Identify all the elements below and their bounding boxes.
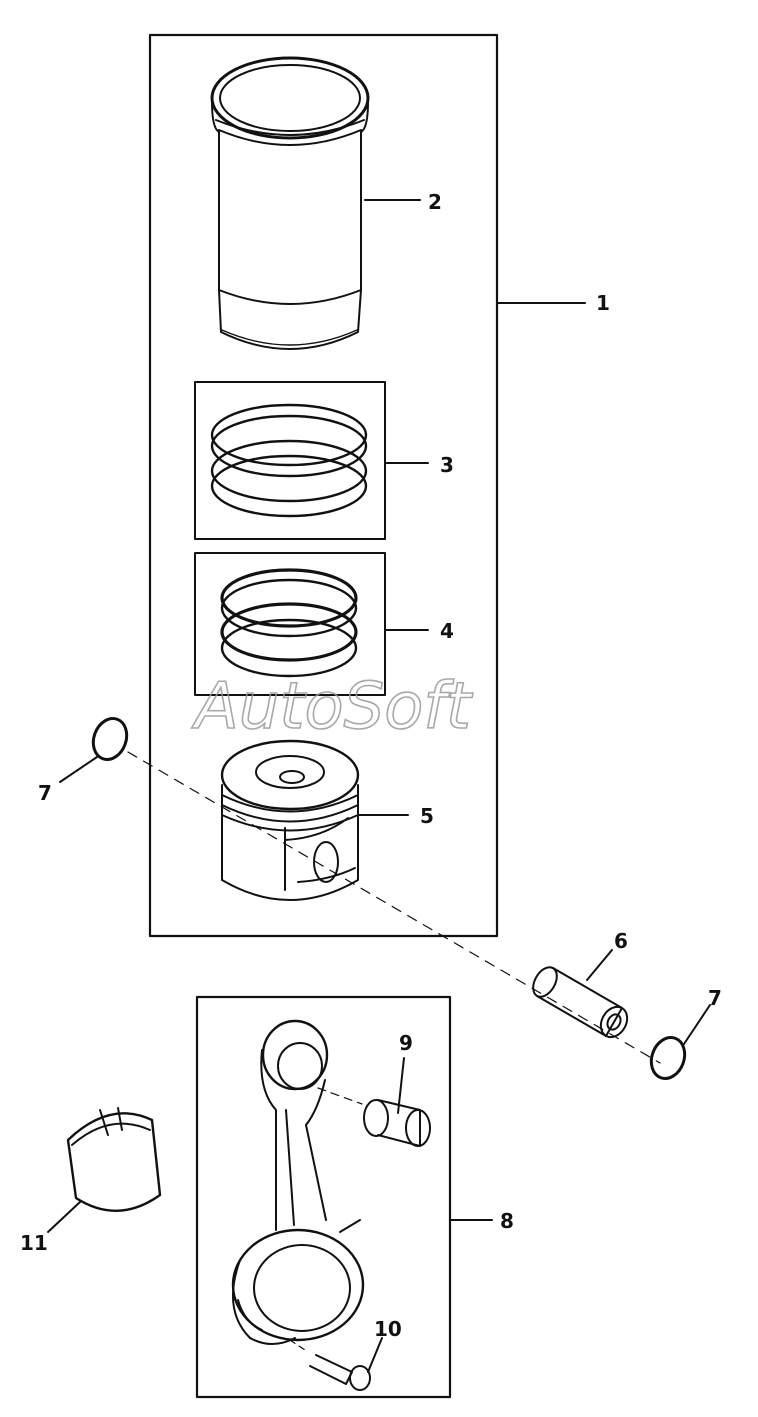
small-end-bushing [317, 1087, 431, 1147]
piston [220, 739, 360, 901]
snap-ring-left [91, 717, 129, 761]
watermark-text: AutoSoft [191, 670, 474, 744]
piston-ring-set-4 [220, 568, 358, 678]
piston-pin [532, 966, 629, 1039]
callout-9: 9 [399, 1031, 413, 1055]
snap-ring-right [649, 1036, 687, 1080]
assembly-frame-8 [195, 995, 452, 1399]
rod-bolt [289, 1339, 371, 1391]
callout-2: 2 [428, 190, 442, 214]
piston-ring-set-3 [210, 403, 368, 518]
callout-10: 10 [374, 1317, 402, 1341]
cylinder-liner [210, 56, 370, 350]
callout-8: 8 [500, 1209, 514, 1233]
callout-6: 6 [614, 929, 628, 953]
ring-set-frame-4 [194, 552, 386, 696]
callout-1: 1 [596, 291, 610, 315]
pin-axis-line [127, 751, 661, 1064]
callout-11: 11 [20, 1231, 48, 1255]
callout-7-right: 7 [708, 986, 722, 1010]
assembly-frame-1 [148, 33, 499, 938]
callout-7-left: 7 [38, 781, 52, 805]
bearing-shell [66, 1107, 162, 1212]
callout-3: 3 [440, 453, 454, 477]
connecting-rod [231, 1019, 365, 1345]
ring-set-frame-3 [194, 381, 386, 540]
callout-4: 4 [440, 619, 454, 643]
callout-5: 5 [420, 804, 434, 828]
